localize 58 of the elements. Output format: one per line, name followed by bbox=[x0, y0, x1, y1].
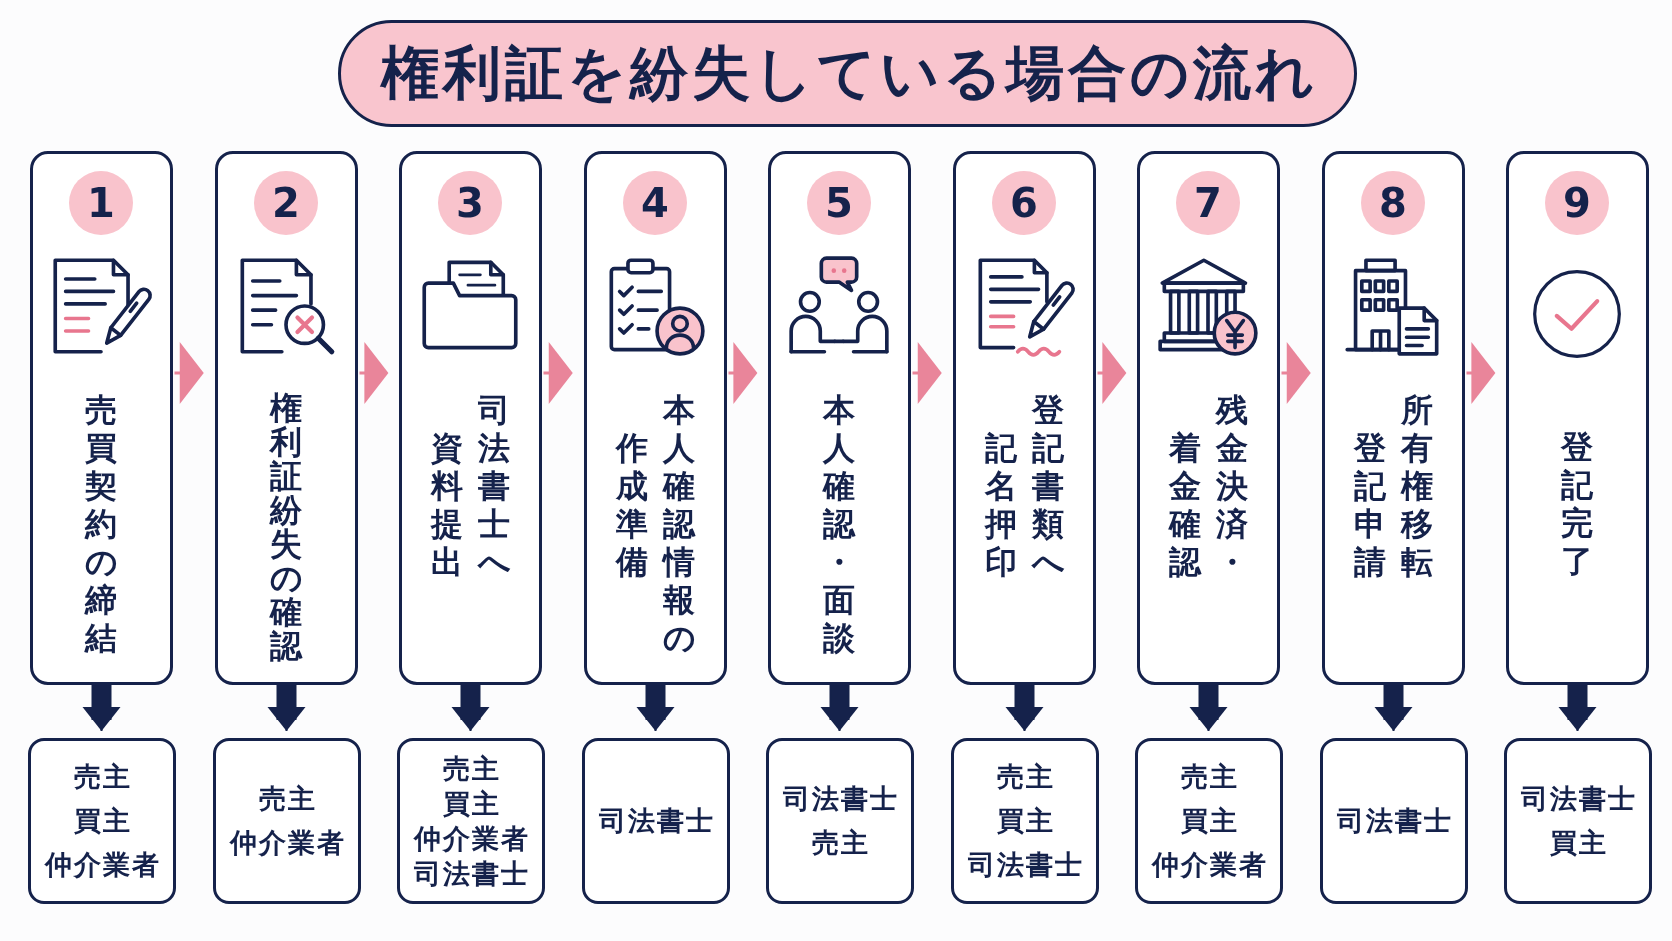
participant-name: 司法書士 bbox=[598, 804, 715, 838]
participant-name: 仲介業者 bbox=[43, 848, 161, 882]
step-label: 本人確認・面談 bbox=[823, 391, 855, 657]
step-label: 売買契約の締結 bbox=[85, 391, 117, 657]
step-number: 8 bbox=[1361, 170, 1425, 235]
step-label: 残金決済・着金確認 bbox=[1168, 391, 1248, 581]
participant-name: 売主 bbox=[996, 760, 1055, 794]
participant-name: 司法書士 bbox=[782, 782, 899, 816]
participant-box bbox=[582, 738, 730, 904]
step-card bbox=[1506, 151, 1649, 685]
participant-name: 売主 bbox=[442, 752, 501, 786]
step-number: 9 bbox=[1545, 170, 1609, 235]
participant-name: 司法書士 bbox=[967, 848, 1084, 882]
step-label: 権利証紛失の確認 bbox=[270, 391, 302, 663]
step-number: 3 bbox=[438, 170, 502, 235]
step-card bbox=[953, 151, 1096, 685]
step-number: 7 bbox=[1176, 170, 1240, 235]
step-label: 本人確認情報の作成準備 bbox=[615, 391, 695, 657]
participant-name: 買主 bbox=[1549, 826, 1608, 860]
participant-name: 仲介業者 bbox=[412, 822, 530, 856]
participant-box bbox=[397, 738, 545, 904]
step-number: 4 bbox=[623, 170, 687, 235]
participant-name: 売主 bbox=[258, 782, 317, 816]
step-number: 2 bbox=[254, 170, 318, 235]
step-label: 司法書士へ資料提出 bbox=[430, 391, 510, 581]
participant-name: 売主 bbox=[811, 826, 870, 860]
step-card bbox=[1137, 151, 1280, 685]
step-label: 登記完了 bbox=[1561, 428, 1593, 580]
participant-name: 司法書士 bbox=[1520, 782, 1637, 816]
participant-name: 仲介業者 bbox=[228, 826, 346, 860]
participant-name: 買主 bbox=[73, 804, 132, 838]
step-card bbox=[1322, 151, 1465, 685]
participant-box bbox=[766, 738, 914, 904]
participant-box bbox=[1135, 738, 1283, 904]
step-number: 5 bbox=[807, 170, 871, 235]
participant-box bbox=[1320, 738, 1468, 904]
participant-box bbox=[213, 738, 361, 904]
participant-name: 仲介業者 bbox=[1150, 848, 1268, 882]
participant-name: 買主 bbox=[442, 787, 501, 821]
participant-name: 買主 bbox=[1180, 804, 1239, 838]
step-label: 登記書類へ記名押印 bbox=[984, 391, 1064, 581]
step-number: 6 bbox=[992, 170, 1056, 235]
step-card bbox=[30, 151, 173, 685]
participant-box bbox=[951, 738, 1099, 904]
step-label: 所有権移転登記申請 bbox=[1353, 391, 1433, 581]
participant-box bbox=[28, 738, 176, 904]
participant-name: 売主 bbox=[1180, 760, 1239, 794]
participant-box bbox=[1504, 738, 1652, 904]
participant-name: 買主 bbox=[996, 804, 1055, 838]
participant-name: 司法書士 bbox=[413, 857, 530, 891]
step-card bbox=[215, 151, 358, 685]
step-card bbox=[584, 151, 727, 685]
step-card bbox=[768, 151, 911, 685]
step-number: 1 bbox=[69, 170, 133, 235]
step-card bbox=[399, 151, 542, 685]
participant-name: 司法書士 bbox=[1336, 804, 1453, 838]
title-banner: 権利証を紛失している場合の流れ bbox=[338, 20, 1357, 127]
participant-name: 売主 bbox=[73, 760, 132, 794]
